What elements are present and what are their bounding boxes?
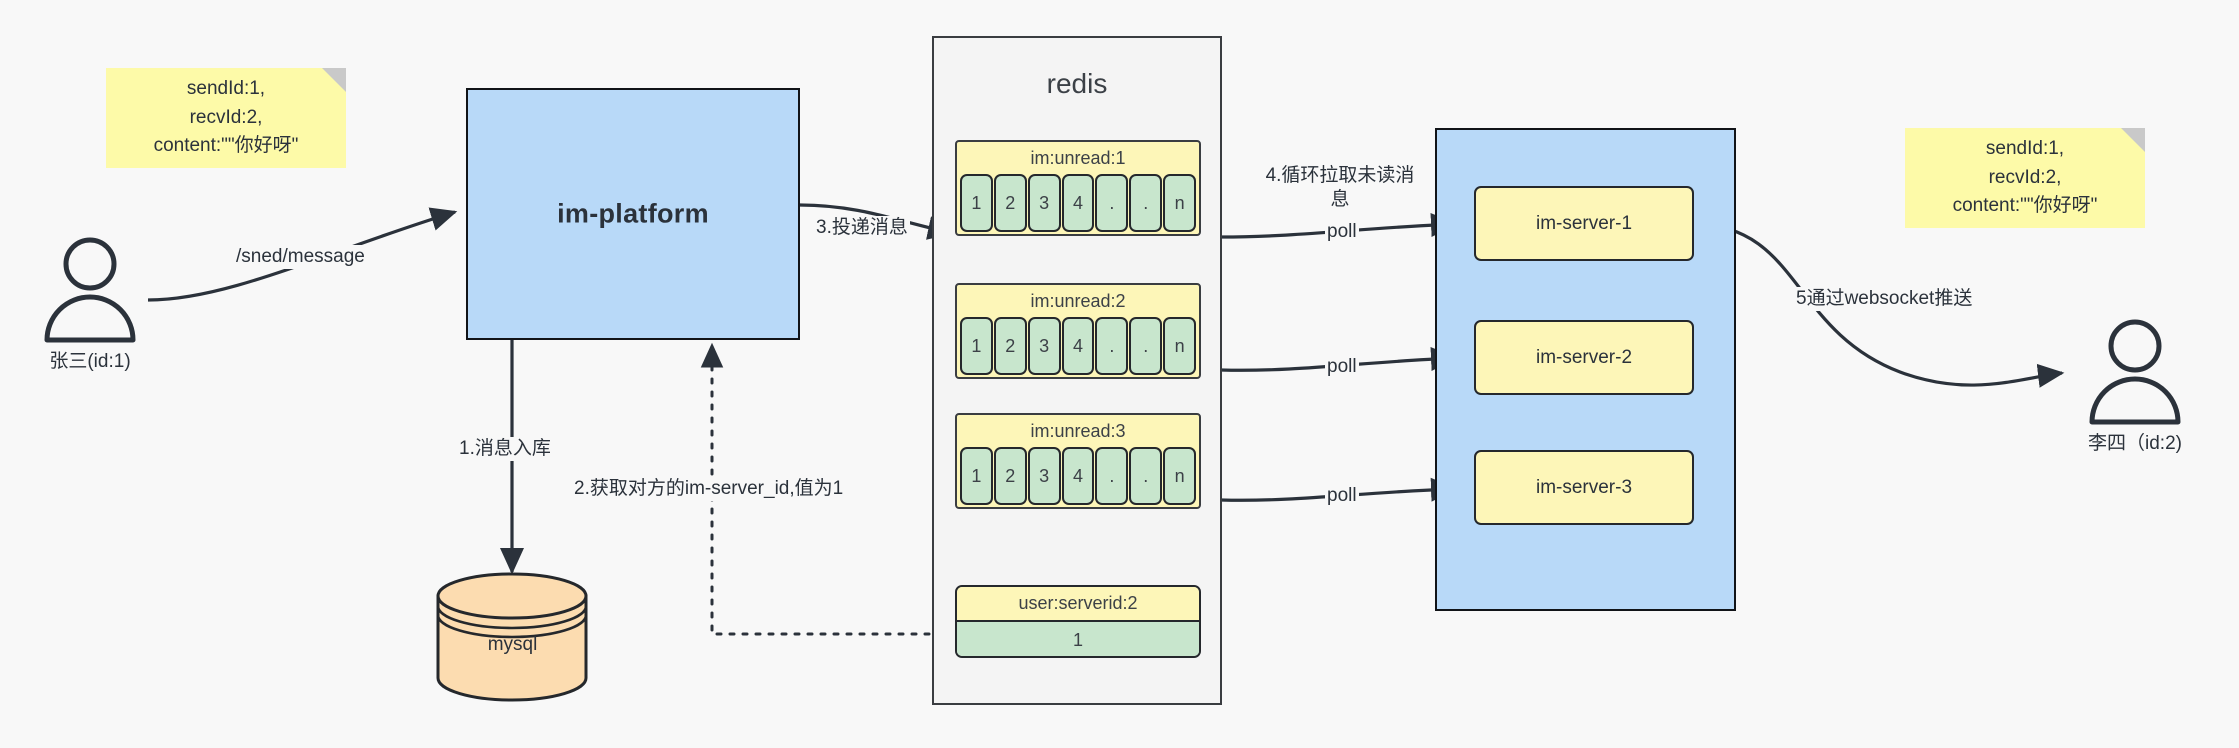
queue-cell: 1	[960, 447, 993, 505]
queue-cell: 1	[960, 317, 993, 375]
queue-key-label: im:unread:2	[1030, 291, 1126, 311]
queue-cell: .	[1129, 174, 1163, 232]
person-icon	[2089, 319, 2181, 425]
edge-server1-to-receiver	[1691, 222, 2065, 388]
edge-label-poll-1: poll	[1325, 220, 1359, 244]
redis-queue-im-unread-1[interactable]: im:unread:1 1 2 3 4 . . n	[955, 140, 1201, 236]
im-platform-box[interactable]: im-platform	[466, 88, 800, 340]
person-icon	[44, 237, 136, 343]
redis-queue-im-unread-2[interactable]: im:unread:2 1 2 3 4 . . n	[955, 283, 1201, 379]
im-server-1-label: im-server-1	[1535, 212, 1633, 234]
queue-cell: 3	[1027, 317, 1061, 375]
actor-sender: 张三(id:1)	[30, 236, 150, 372]
queue-cell: n	[1163, 317, 1197, 375]
queue-cells: 1 2 3 4 . . n	[957, 317, 1199, 378]
note-text: sendId:1, recvId:2, content:""你好呀"	[1952, 138, 2098, 217]
im-server-3-label: im-server-3	[1535, 476, 1633, 498]
kv-key-label: user:serverid:2	[957, 587, 1199, 622]
queue-cells: 1 2 3 4 . . n	[957, 447, 1199, 508]
mysql-label: mysql	[487, 634, 538, 655]
queue-cell: .	[1095, 174, 1129, 232]
queue-cell: 4	[1061, 174, 1095, 232]
queue-cell: 2	[993, 174, 1027, 232]
queue-cell: 4	[1061, 447, 1095, 505]
actor-receiver-label: 李四（id:2)	[2088, 433, 2182, 454]
queue-cell: 1	[960, 174, 993, 232]
edge-label-poll-3: poll	[1325, 484, 1359, 508]
note-fold-icon	[2121, 128, 2145, 152]
queue-cell: 3	[1027, 174, 1061, 232]
edge-label-step1: 1.消息入库	[457, 437, 553, 461]
kv-value-label: 1	[957, 622, 1199, 656]
queue-cell: .	[1095, 317, 1129, 375]
edge-label-step5: 5通过websocket推送	[1794, 287, 1975, 311]
im-server-3-box[interactable]: im-server-3	[1474, 450, 1694, 525]
queue-key-label: im:unread:3	[1030, 421, 1126, 441]
edge-label-step4: 4.循环拉取未读消息	[1258, 164, 1422, 212]
queue-cell: 4	[1061, 317, 1095, 375]
im-server-2-label: im-server-2	[1535, 346, 1633, 368]
edge-label-step2: 2.获取对方的im-server_id,值为1	[572, 477, 846, 501]
edge-redis-to-platform-dotted	[700, 342, 957, 636]
queue-key-label: im:unread:1	[1030, 148, 1126, 168]
queue-cell: 3	[1027, 447, 1061, 505]
queue-cell: .	[1129, 317, 1163, 375]
edge-label-send-message: /sned/message	[234, 245, 367, 269]
redis-queue-im-unread-3[interactable]: im:unread:3 1 2 3 4 . . n	[955, 413, 1201, 509]
message-payload-note-right: sendId:1, recvId:2, content:""你好呀"	[1905, 128, 2145, 228]
actor-sender-label: 张三(id:1)	[49, 351, 131, 372]
im-platform-label: im-platform	[557, 198, 709, 229]
database-cylinder-icon	[436, 572, 588, 702]
queue-cell: 2	[993, 317, 1027, 375]
im-server-2-box[interactable]: im-server-2	[1474, 320, 1694, 395]
edge-label-poll-2: poll	[1325, 355, 1359, 379]
queue-cell: n	[1163, 174, 1197, 232]
message-payload-note-left: sendId:1, recvId:2, content:""你好呀"	[106, 68, 346, 168]
mysql-database: mysql	[430, 572, 595, 702]
queue-cell: .	[1095, 447, 1129, 505]
queue-cells: 1 2 3 4 . . n	[957, 174, 1199, 235]
im-server-1-box[interactable]: im-server-1	[1474, 186, 1694, 261]
queue-cell: 2	[993, 447, 1027, 505]
edge-sender-to-platform	[147, 207, 458, 302]
note-text: sendId:1, recvId:2, content:""你好呀"	[153, 78, 299, 157]
redis-kv-user-serverid[interactable]: user:serverid:2 1	[955, 585, 1201, 658]
note-fold-icon	[322, 68, 346, 92]
redis-title: redis	[1046, 68, 1108, 99]
actor-receiver: 李四（id:2)	[2075, 318, 2195, 454]
queue-cell: n	[1163, 447, 1197, 505]
edge-label-step3: 3.投递消息	[814, 216, 910, 240]
queue-cell: .	[1129, 447, 1163, 505]
